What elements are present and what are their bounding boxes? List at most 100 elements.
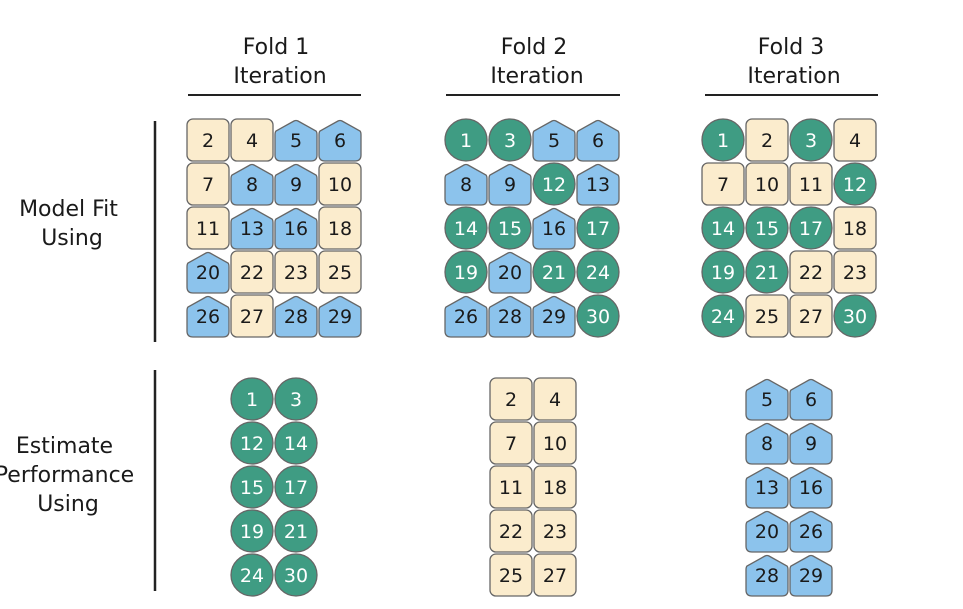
token-3-label: 3 [290, 389, 302, 411]
token-20-pentagon-shape [186, 251, 230, 294]
token-28-label: 28 [284, 306, 308, 328]
token-6-pentagon-shape [318, 119, 362, 162]
token-27-label: 27 [543, 565, 567, 587]
token-2: 2 [745, 118, 789, 162]
token-7-label: 7 [202, 174, 214, 196]
token-26-label: 26 [799, 521, 823, 543]
token-17-label: 17 [284, 477, 308, 499]
token-15-circle-shape [230, 465, 274, 509]
token-28-label: 28 [498, 306, 522, 328]
token-30-label: 30 [843, 306, 867, 328]
token-21-label: 21 [755, 262, 779, 284]
token-18-label: 18 [843, 218, 867, 240]
token-3-label: 3 [504, 130, 516, 152]
token-30-circle-shape [576, 294, 620, 338]
token-18: 18 [533, 465, 577, 509]
token-25-label: 25 [755, 306, 779, 328]
token-17-circle-shape [576, 206, 620, 250]
token-22-rounded-square-shape [489, 509, 533, 553]
token-4-label: 4 [549, 389, 561, 411]
token-25: 25 [489, 553, 533, 597]
token-27: 27 [230, 294, 274, 338]
token-10-rounded-square-shape [533, 421, 577, 465]
token-19-label: 19 [454, 262, 478, 284]
token-10: 10 [533, 421, 577, 465]
token-19: 19 [444, 250, 488, 294]
token-17-label: 17 [586, 218, 610, 240]
token-29-label: 29 [799, 565, 823, 587]
token-13-pentagon-shape [230, 207, 274, 250]
token-9-pentagon-shape [488, 163, 532, 206]
token-19-label: 19 [711, 262, 735, 284]
token-21-circle-shape [532, 250, 576, 294]
token-20: 20 [745, 510, 789, 553]
token-25-rounded-square-shape [745, 294, 789, 338]
token-5-pentagon-shape [745, 378, 789, 421]
token-2-label: 2 [202, 130, 214, 152]
token-15-circle-shape [745, 206, 789, 250]
token-12: 12 [833, 162, 877, 206]
token-15-label: 15 [240, 477, 264, 499]
token-5-pentagon-shape [274, 119, 318, 162]
token-15: 15 [745, 206, 789, 250]
fold-3-header: Fold 3 Iteration [705, 35, 878, 96]
token-24: 24 [230, 553, 274, 597]
token-27: 27 [789, 294, 833, 338]
token-14: 14 [274, 421, 318, 465]
token-18-rounded-square-shape [533, 465, 577, 509]
fold-1-header: Fold 1 Iteration [188, 35, 361, 96]
token-26-label: 26 [196, 306, 220, 328]
token-2-rounded-square-shape [745, 118, 789, 162]
token-16-label: 16 [799, 477, 823, 499]
token-18-rounded-square-shape [318, 206, 362, 250]
token-1: 1 [230, 377, 274, 421]
token-16-pentagon-shape [789, 466, 833, 509]
token-10-label: 10 [543, 433, 567, 455]
token-11-label: 11 [799, 174, 823, 196]
token-26: 26 [789, 510, 833, 553]
token-16: 16 [789, 466, 833, 509]
fold-2-title: Fold 2 [501, 35, 567, 60]
token-29-pentagon-shape [789, 554, 833, 597]
token-4-label: 4 [849, 130, 861, 152]
token-14-label: 14 [454, 218, 478, 240]
token-11-label: 11 [196, 218, 220, 240]
token-23-label: 23 [843, 262, 867, 284]
token-8: 8 [230, 163, 274, 206]
token-15: 15 [230, 465, 274, 509]
token-27-label: 27 [799, 306, 823, 328]
token-23-rounded-square-shape [274, 250, 318, 294]
token-7-rounded-square-shape [701, 162, 745, 206]
token-29-label: 29 [328, 306, 352, 328]
token-26: 26 [186, 295, 230, 338]
token-6-label: 6 [592, 130, 604, 152]
token-16: 16 [274, 207, 318, 250]
token-14-label: 14 [284, 433, 308, 455]
token-30-label: 30 [284, 565, 308, 587]
token-12-label: 12 [542, 174, 566, 196]
fold-1-subtitle: Iteration [233, 64, 326, 89]
token-17: 17 [576, 206, 620, 250]
token-2-label: 2 [761, 130, 773, 152]
token-20-pentagon-shape [745, 510, 789, 553]
token-9-pentagon-shape [789, 422, 833, 465]
token-4: 4 [533, 377, 577, 421]
token-14-circle-shape [701, 206, 745, 250]
token-29: 29 [789, 554, 833, 597]
fold-3-subtitle: Iteration [747, 64, 840, 89]
token-27-label: 27 [240, 306, 264, 328]
token-16-label: 16 [542, 218, 566, 240]
token-26-pentagon-shape [186, 295, 230, 338]
token-19: 19 [230, 509, 274, 553]
token-22-label: 22 [799, 262, 823, 284]
token-29-label: 29 [542, 306, 566, 328]
token-5: 5 [274, 119, 318, 162]
token-18-label: 18 [328, 218, 352, 240]
token-30-label: 30 [586, 306, 610, 328]
token-24-circle-shape [701, 294, 745, 338]
token-30-circle-shape [833, 294, 877, 338]
token-23-rounded-square-shape [533, 509, 577, 553]
token-27: 27 [533, 553, 577, 597]
